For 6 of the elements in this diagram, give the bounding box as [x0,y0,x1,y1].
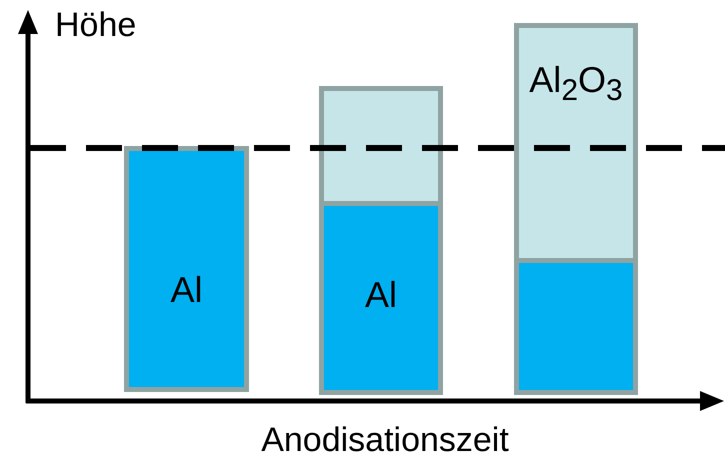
y-axis-label: Höhe [55,6,136,44]
layer-label: Al [170,270,202,310]
layer-label: Al$_{2}$O$_{3}$ [529,60,623,110]
layer-label: Al [365,275,397,315]
x-axis-label: Anodisationszeit [261,421,509,458]
aluminium-layer [124,146,249,392]
